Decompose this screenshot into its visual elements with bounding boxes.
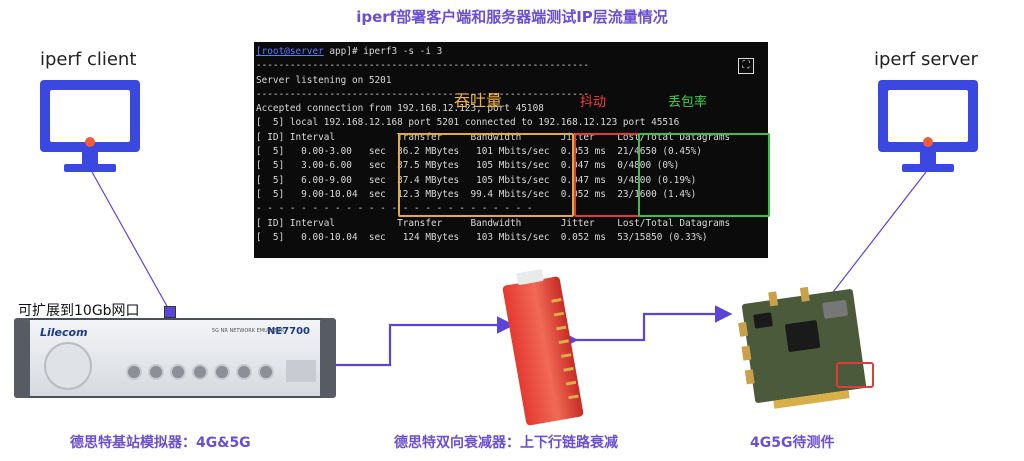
device-logo: Lilecom: [40, 326, 88, 339]
client-label: iperf client: [40, 49, 137, 70]
terminal-line: ----------------------------------------…: [256, 88, 590, 100]
rf-port[interactable]: [236, 364, 252, 380]
terminal-prompt: [root@server app]# iperf3 -s -i 3: [256, 46, 443, 57]
throughput-label: 吞吐量: [454, 91, 503, 110]
dut-caption: 4G5G待测件: [750, 435, 835, 451]
terminal-line: - - - - - - - - - - - - - - - - - - - - …: [256, 203, 533, 215]
rf-port[interactable]: [258, 364, 274, 380]
server-label: iperf server: [874, 49, 978, 70]
terminal-line: Server listening on 5201: [256, 74, 392, 86]
device-model: NE7700: [266, 326, 310, 337]
device-panel: [286, 360, 316, 382]
attenuator-caption: 德思特双向衰减器：上下行链路衰减: [394, 435, 618, 451]
terminal-line: ----------------------------------------…: [256, 60, 590, 72]
rf-port[interactable]: [192, 364, 208, 380]
base-station-device: Lilecom NE7700 5G NR NETWORK EMULATOR: [14, 318, 336, 398]
client-link-line: [91, 171, 169, 309]
rf-port[interactable]: [126, 364, 142, 380]
base-station-caption: 德思特基站模拟器：4G&5G: [70, 435, 251, 451]
terminal-line: Accepted connection from 192.168.12.123,…: [256, 103, 544, 115]
server-link-line: [829, 171, 927, 297]
right-rf-cable: [560, 305, 733, 349]
server-monitor-icon: [878, 80, 978, 172]
expand-icon[interactable]: ⛶: [738, 58, 754, 74]
terminal-row: [ 5] 0.00-10.04 sec 124 MBytes 103 Mbits…: [256, 231, 708, 243]
terminal-window: ⛶ [root@server app]# iperf3 -s -i 3 ----…: [254, 42, 770, 258]
rf-port[interactable]: [148, 364, 164, 380]
jitter-label: 抖动: [580, 95, 607, 110]
terminal-line: [ 5] local 192.168.12.168 port 5201 conn…: [256, 117, 680, 129]
sim-slot-highlight: [836, 362, 874, 388]
device-subtitle: 5G NR NETWORK EMULATOR: [212, 328, 285, 334]
terminal-row: [ 5] 6.00-9.00 sec 37.4 MBytes 105 Mbits…: [256, 174, 697, 186]
terminal-header: [ ID] Interval Transfer Bandwidth Jitter…: [256, 131, 731, 143]
board-chip: [784, 320, 821, 353]
rf-port[interactable]: [214, 364, 230, 380]
terminal-header: [ ID] Interval Transfer Bandwidth Jitter…: [256, 217, 731, 229]
jitter-highlight: [574, 133, 640, 217]
client-monitor-icon: [40, 80, 140, 172]
device-emblem-icon: [44, 342, 92, 390]
throughput-highlight: [398, 133, 574, 217]
network-port-icon: [164, 306, 176, 318]
expand-label: 可扩展到10Gb网口: [18, 303, 140, 319]
page-title: iperf部署客户端和服务器端测试IP层流量情况: [356, 8, 668, 26]
loss-highlight: [638, 133, 770, 217]
loss-label: 丢包率: [668, 95, 708, 110]
rf-port[interactable]: [170, 364, 186, 380]
